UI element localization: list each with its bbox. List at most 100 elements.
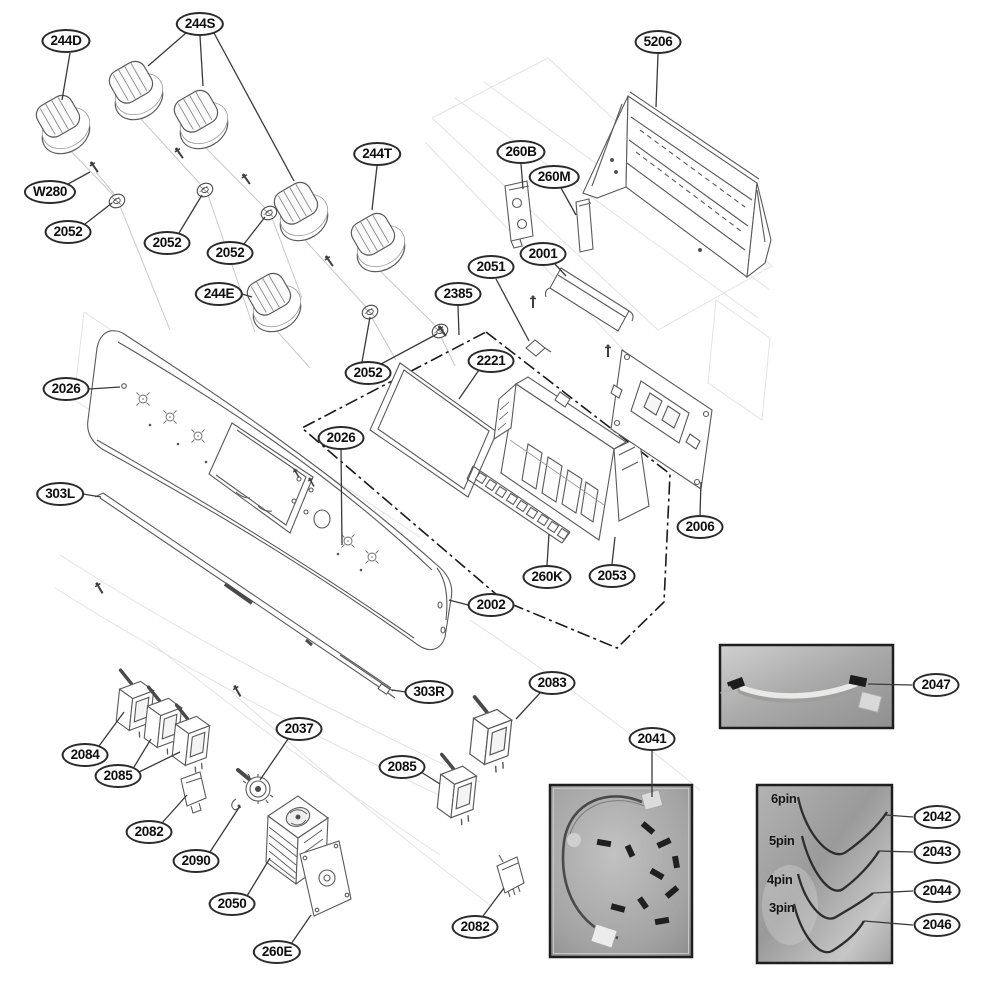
callout-2046: 2046	[913, 913, 961, 937]
leader-line-2002	[448, 599, 469, 606]
part-244S-knob-2	[169, 85, 236, 158]
part-260B-bracket	[504, 180, 534, 249]
leader-line-2037	[259, 738, 289, 781]
leader-line-2221	[458, 369, 480, 400]
part-260M-strip	[575, 198, 594, 253]
part-2001-bracket	[544, 267, 634, 332]
part-244S-knob-1	[104, 56, 171, 129]
leader-line-2052	[243, 216, 266, 245]
callout-2052: 2052	[143, 231, 191, 255]
cable-photo	[718, 643, 895, 730]
callout-2002: 2002	[467, 593, 515, 617]
harness-photo	[548, 783, 694, 959]
callout-2052: 2052	[44, 220, 92, 244]
detail-boundary	[300, 331, 671, 649]
part-244T-knob	[346, 208, 413, 281]
leader-line-303L	[82, 493, 102, 498]
part-2221-display-glass	[369, 362, 498, 498]
callout-244S: 244S	[175, 12, 225, 36]
callout-5206: 5206	[634, 30, 682, 54]
leader-line-2083	[515, 692, 541, 720]
callout-2026: 2026	[42, 377, 90, 401]
callout-2001: 2001	[519, 242, 567, 266]
part-244D-knob	[31, 90, 98, 163]
callout-2051: 2051	[467, 255, 515, 279]
callout-2082: 2082	[451, 915, 499, 939]
leader-line-260M	[560, 187, 577, 216]
part-2026-control-panel	[87, 330, 453, 651]
leader-line-2085	[420, 771, 441, 785]
leader-line-2001	[553, 262, 567, 277]
callout-260E: 260E	[252, 940, 302, 964]
pin-wires-photo	[755, 783, 894, 965]
leader-line-2053	[611, 536, 616, 565]
leader-line-2385	[457, 305, 460, 336]
part-260K-display-strip	[466, 465, 571, 544]
leader-line-2085	[138, 751, 181, 773]
knob-shaft-lines	[65, 117, 456, 369]
callout-2052: 2052	[344, 361, 392, 385]
callout-2052: 2052	[206, 241, 254, 265]
callout-2085: 2085	[94, 764, 142, 788]
callout-2082: 2082	[125, 820, 173, 844]
part-2006-control-board	[610, 349, 713, 490]
leader-line-2006	[699, 481, 702, 516]
callout-2026: 2026	[317, 426, 365, 450]
leader-line-260E	[290, 914, 312, 945]
leader-line-2052	[380, 333, 438, 365]
leader-line-2026	[88, 386, 121, 390]
leader-line-5206	[655, 53, 659, 108]
leader-line-2052	[84, 202, 113, 225]
leader-line-2051	[495, 278, 530, 342]
part-2090-clip	[231, 798, 242, 811]
leader-line-2043	[878, 850, 914, 853]
leader-line-244T	[371, 165, 378, 211]
part-2082-connector-left	[180, 771, 207, 814]
part-244E-knob	[242, 268, 309, 341]
leader-line-2042	[885, 814, 914, 818]
leader-line-303R	[391, 689, 407, 693]
callout-244T: 244T	[353, 142, 401, 166]
leader-line-2090	[209, 805, 241, 853]
leader-line-2047	[867, 683, 913, 686]
leader-line-2026	[340, 449, 343, 546]
leader-line-244E	[241, 293, 253, 298]
part-2082-connector-right	[496, 854, 525, 898]
pin-count-label: 6pin	[771, 791, 797, 806]
pin-count-label: 3pin	[769, 900, 795, 915]
leader-line-2084	[98, 711, 125, 747]
callout-2221: 2221	[467, 349, 515, 373]
leader-line-2046	[863, 920, 914, 926]
leader-line-260K	[546, 533, 550, 566]
leader-line-244S	[199, 35, 204, 87]
part-2083-switch-block	[465, 695, 516, 776]
callout-2083: 2083	[528, 671, 576, 695]
leader-lines-layer	[61, 32, 914, 945]
part-2037-buzzer	[236, 768, 274, 804]
callout-2041: 2041	[628, 727, 676, 751]
callout-244E: 244E	[194, 282, 244, 306]
callout-2044: 2044	[913, 879, 961, 903]
callout-303R: 303R	[404, 680, 454, 704]
pin-count-label: 4pin	[767, 872, 793, 887]
part-260E-board	[299, 840, 352, 917]
leader-line-260B	[520, 163, 524, 190]
pin-count-label: 5pin	[769, 833, 795, 848]
leader-line-2044	[872, 890, 914, 894]
callout-303L: 303L	[36, 482, 84, 506]
callout-2085: 2085	[378, 755, 426, 779]
callout-2084: 2084	[61, 743, 109, 767]
leader-line-244D	[61, 52, 71, 101]
callout-2053: 2053	[588, 564, 636, 588]
callout-2090: 2090	[172, 849, 220, 873]
callout-2037: 2037	[275, 717, 323, 741]
leader-line-2052	[178, 194, 203, 234]
leader-line-2050	[246, 857, 271, 897]
leader-line-2052	[361, 316, 371, 363]
leader-line-244S	[147, 32, 187, 67]
leader-line-2085	[133, 738, 152, 768]
callout-244D: 244D	[41, 29, 91, 53]
callout-2043: 2043	[913, 840, 961, 864]
